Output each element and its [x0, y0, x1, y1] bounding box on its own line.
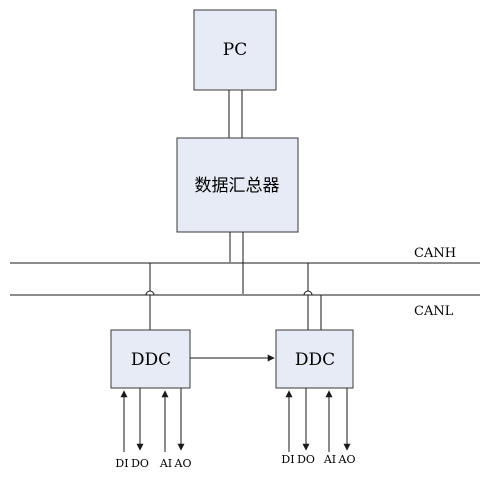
- aggregator-box: [176, 137, 299, 233]
- ddc-left-do-label: DO: [131, 457, 149, 470]
- pc-box: [193, 9, 277, 91]
- ddc-left-label: DDC: [131, 350, 171, 370]
- ddc-right-di-label: DI: [281, 453, 294, 466]
- aggregator-label: 数据汇总器: [195, 176, 280, 196]
- ddc-left-canl-hop: [145, 290, 155, 296]
- pc-label: PC: [223, 40, 247, 60]
- ddc-left-ai-label: AI: [159, 457, 172, 470]
- canl-label: CANL: [414, 304, 454, 319]
- ddc-right-ao-label: AO: [338, 453, 356, 466]
- ddc-right-do-label: DO: [297, 453, 315, 466]
- ddc-left-box: [110, 329, 191, 389]
- canh-label: CANH: [414, 246, 456, 261]
- ddc-right-label: DDC: [295, 350, 335, 370]
- ddc-left-ao-label: AO: [174, 457, 192, 470]
- ddc-right-ai-label: AI: [323, 453, 336, 466]
- ddc-left-di-label: DI: [115, 457, 128, 470]
- ddc-right-box: [275, 329, 354, 389]
- ddc-right-canl-hop: [303, 290, 313, 296]
